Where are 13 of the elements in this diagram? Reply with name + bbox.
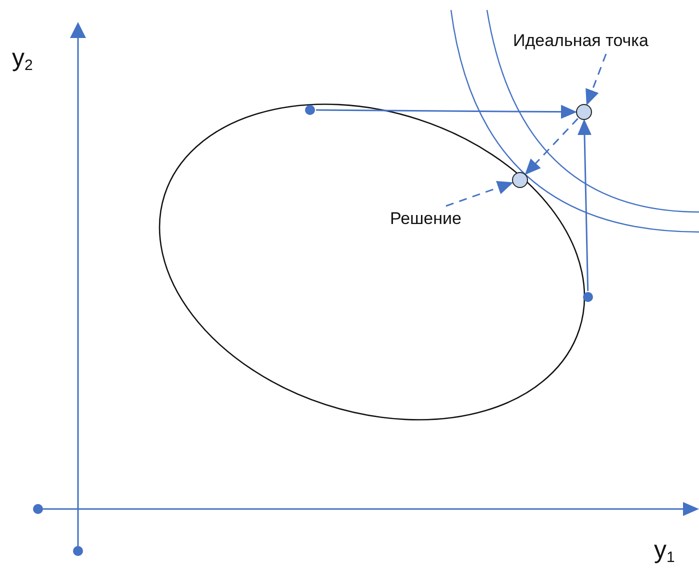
arrow [578, 119, 592, 292]
callout-text: Решение [390, 208, 462, 230]
arrow [586, 54, 607, 106]
dot [305, 105, 315, 115]
callout-text: Идеальная точка [513, 30, 648, 52]
axis-label: y$_{2}$ [12, 44, 33, 74]
point-marker [576, 104, 592, 120]
axis-label: y$_{1}$ [654, 536, 675, 566]
dot [583, 292, 593, 302]
point-marker [512, 172, 528, 188]
arrow [316, 104, 577, 119]
arrow [524, 118, 578, 175]
arrow [446, 181, 514, 207]
